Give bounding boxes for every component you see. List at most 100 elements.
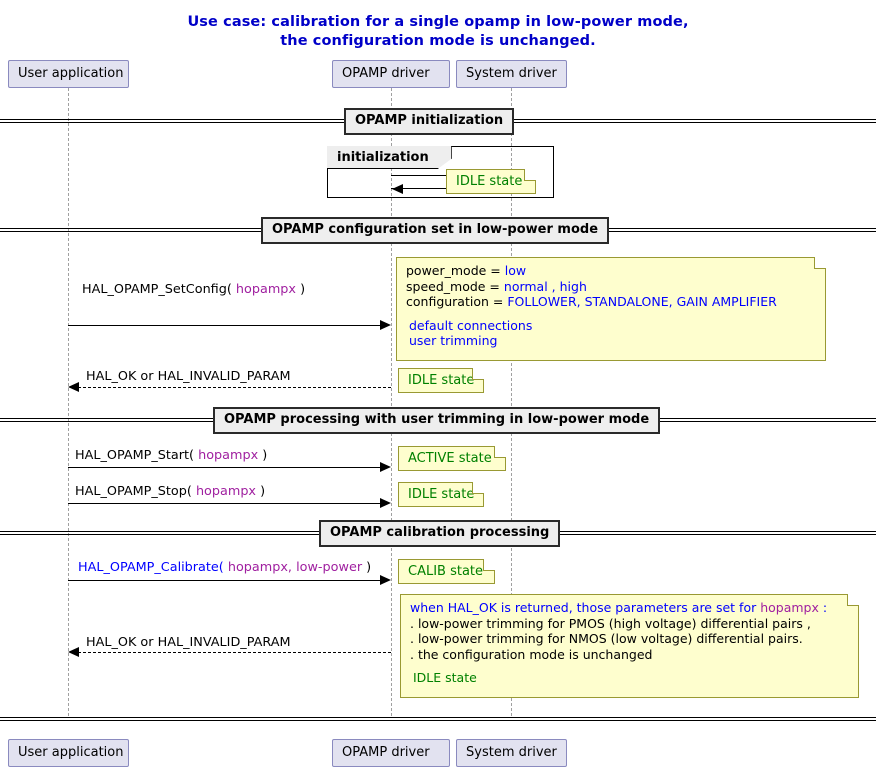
note-text: IDLE state [408, 373, 475, 388]
message-label-stop: HAL_OPAMP_Stop( hopampx ) [75, 485, 265, 499]
diagram-title-line-2: the configuration mode is unchanged. [280, 33, 596, 49]
participant-system-driver-bottom[interactable]: System driver [456, 739, 567, 767]
note-value: low [504, 263, 527, 278]
note-key: power_mode = [406, 263, 505, 278]
note-line-pmos-trimming: . low-power trimming for PMOS (high volt… [410, 615, 811, 631]
message-suffix: ) [296, 282, 306, 297]
message-label-start: HAL_OPAMP_Start( hopampx ) [75, 449, 267, 463]
message-arrowhead-calibrate [380, 575, 391, 585]
divider-label-text: OPAMP initialization [355, 113, 504, 128]
divider-label-opamp-configuration: OPAMP configuration set in low-power mod… [261, 217, 610, 244]
message-name: HAL_OPAMP_Stop( [75, 484, 192, 499]
message-suffix: ) [256, 484, 266, 499]
note-line-nmos-trimming: . low-power trimming for NMOS (low volta… [410, 631, 803, 646]
message-name: HAL_OPAMP_Calibrate( [78, 560, 224, 575]
diagram-title-line-1: Use case: calibration for a single opamp… [187, 14, 689, 30]
note-init-idle-state: IDLE state [446, 169, 536, 194]
divider-label-opamp-initialization: OPAMP initialization [344, 108, 515, 135]
note-text: ACTIVE state [408, 451, 492, 466]
participant-label: User application [18, 745, 124, 760]
note-text-a: when HAL_OK is returned, those parameter… [410, 600, 761, 615]
note-text-arg: hopampx [760, 600, 819, 615]
message-arg: hopampx, low-power [223, 560, 363, 575]
note-text: IDLE state [456, 174, 523, 189]
note-fold-corner [494, 446, 506, 458]
message-arrowhead-start [380, 462, 391, 472]
note-config-idle-state: IDLE state [398, 368, 484, 393]
note-key: speed_mode = [406, 278, 504, 294]
note-fold-corner [483, 559, 495, 571]
note-text-c: : [818, 600, 828, 615]
divider-label-text: OPAMP processing with user trimming in l… [224, 412, 650, 427]
message-arg: hopampx [198, 448, 259, 463]
self-message-arrowhead [392, 184, 403, 194]
lifeline-user-application [68, 88, 69, 716]
message-name: HAL_OPAMP_SetConfig( [82, 282, 236, 297]
divider-label-text: OPAMP calibration processing [330, 525, 550, 540]
message-name: HAL_OK or HAL_INVALID_PARAM [86, 369, 291, 384]
participant-label: OPAMP driver [342, 745, 430, 760]
participant-label: System driver [466, 66, 557, 81]
message-label-set-config: HAL_OPAMP_SetConfig( hopampx ) [82, 283, 305, 297]
note-active-state: ACTIVE state [398, 446, 506, 471]
divider-rule-bottom [0, 717, 876, 721]
participant-system-driver-top[interactable]: System driver [456, 60, 567, 88]
participant-user-application-bottom[interactable]: User application [8, 739, 129, 767]
message-line-start [68, 467, 381, 468]
message-name: HAL_OPAMP_Start( [75, 448, 199, 463]
note-line-user-trimming: user trimming [409, 333, 498, 348]
message-arrowhead-set-config-return [68, 382, 79, 392]
message-label-calibrate-return: HAL_OK or HAL_INVALID_PARAM [86, 636, 291, 650]
participant-opamp-driver-top[interactable]: OPAMP driver [332, 60, 450, 88]
message-arrowhead-calibrate-return [68, 647, 79, 657]
note-line-default-connections: default connections [409, 317, 533, 333]
note-fold-corner [472, 368, 484, 380]
note-line-when-hal-ok: when HAL_OK is returned, those parameter… [410, 600, 850, 616]
note-line-power-mode: power_mode = low [406, 263, 817, 279]
message-line-calibrate-return [78, 652, 391, 653]
group-tab-initialization: initialization [327, 146, 452, 169]
message-name: HAL_OK or HAL_INVALID_PARAM [86, 635, 291, 650]
message-arrowhead-set-config [380, 320, 391, 330]
group-label: initialization [337, 150, 429, 165]
note-key: configuration = [406, 294, 508, 309]
diagram-title: Use case: calibration for a single opamp… [0, 13, 876, 51]
note-fold-corner [472, 482, 484, 494]
participant-opamp-driver-bottom[interactable]: OPAMP driver [332, 739, 450, 767]
note-text: IDLE state [408, 487, 475, 502]
note-line-config-unchanged: . the configuration mode is unchanged [410, 646, 653, 662]
message-suffix: ) [258, 448, 268, 463]
note-stop-idle-state: IDLE state [398, 482, 484, 507]
note-fold-corner [524, 169, 536, 181]
note-fold-corner [847, 594, 859, 606]
note-text: CALIB state [408, 564, 484, 579]
participant-label: OPAMP driver [342, 66, 430, 81]
note-configuration-parameters: power_mode = low speed_mode = normal , h… [396, 257, 826, 361]
participant-label: User application [18, 66, 124, 81]
note-value: FOLLOWER, STANDALONE, GAIN AMPLIFIER [507, 294, 777, 309]
note-calib-state: CALIB state [398, 559, 495, 584]
message-line-set-config [68, 325, 381, 326]
message-suffix: ) [362, 560, 372, 575]
message-label-calibrate: HAL_OPAMP_Calibrate( hopampx, low-power … [78, 561, 371, 575]
divider-label-text: OPAMP configuration set in low-power mod… [272, 222, 599, 237]
note-line-speed-mode: speed_mode = normal , high [406, 279, 817, 295]
divider-label-opamp-calibration: OPAMP calibration processing [319, 520, 561, 547]
message-label-set-config-return: HAL_OK or HAL_INVALID_PARAM [86, 370, 291, 384]
note-line-blank [410, 662, 850, 670]
message-arrowhead-stop [380, 498, 391, 508]
participant-user-application-top[interactable]: User application [8, 60, 129, 88]
note-line-blank [406, 310, 817, 318]
divider-label-opamp-processing: OPAMP processing with user trimming in l… [213, 407, 661, 434]
note-value: normal , high [503, 278, 587, 294]
message-line-calibrate [68, 580, 381, 581]
message-arg: hopampx [235, 282, 296, 297]
note-line-idle-state: IDLE state [413, 670, 477, 685]
message-line-stop [68, 503, 381, 504]
lifeline-system-driver [511, 88, 512, 716]
note-calibration-result: when HAL_OK is returned, those parameter… [400, 594, 859, 698]
note-fold-corner [814, 257, 826, 269]
message-arg: hopampx [191, 484, 257, 499]
note-line-configuration: configuration = FOLLOWER, STANDALONE, GA… [406, 294, 817, 310]
